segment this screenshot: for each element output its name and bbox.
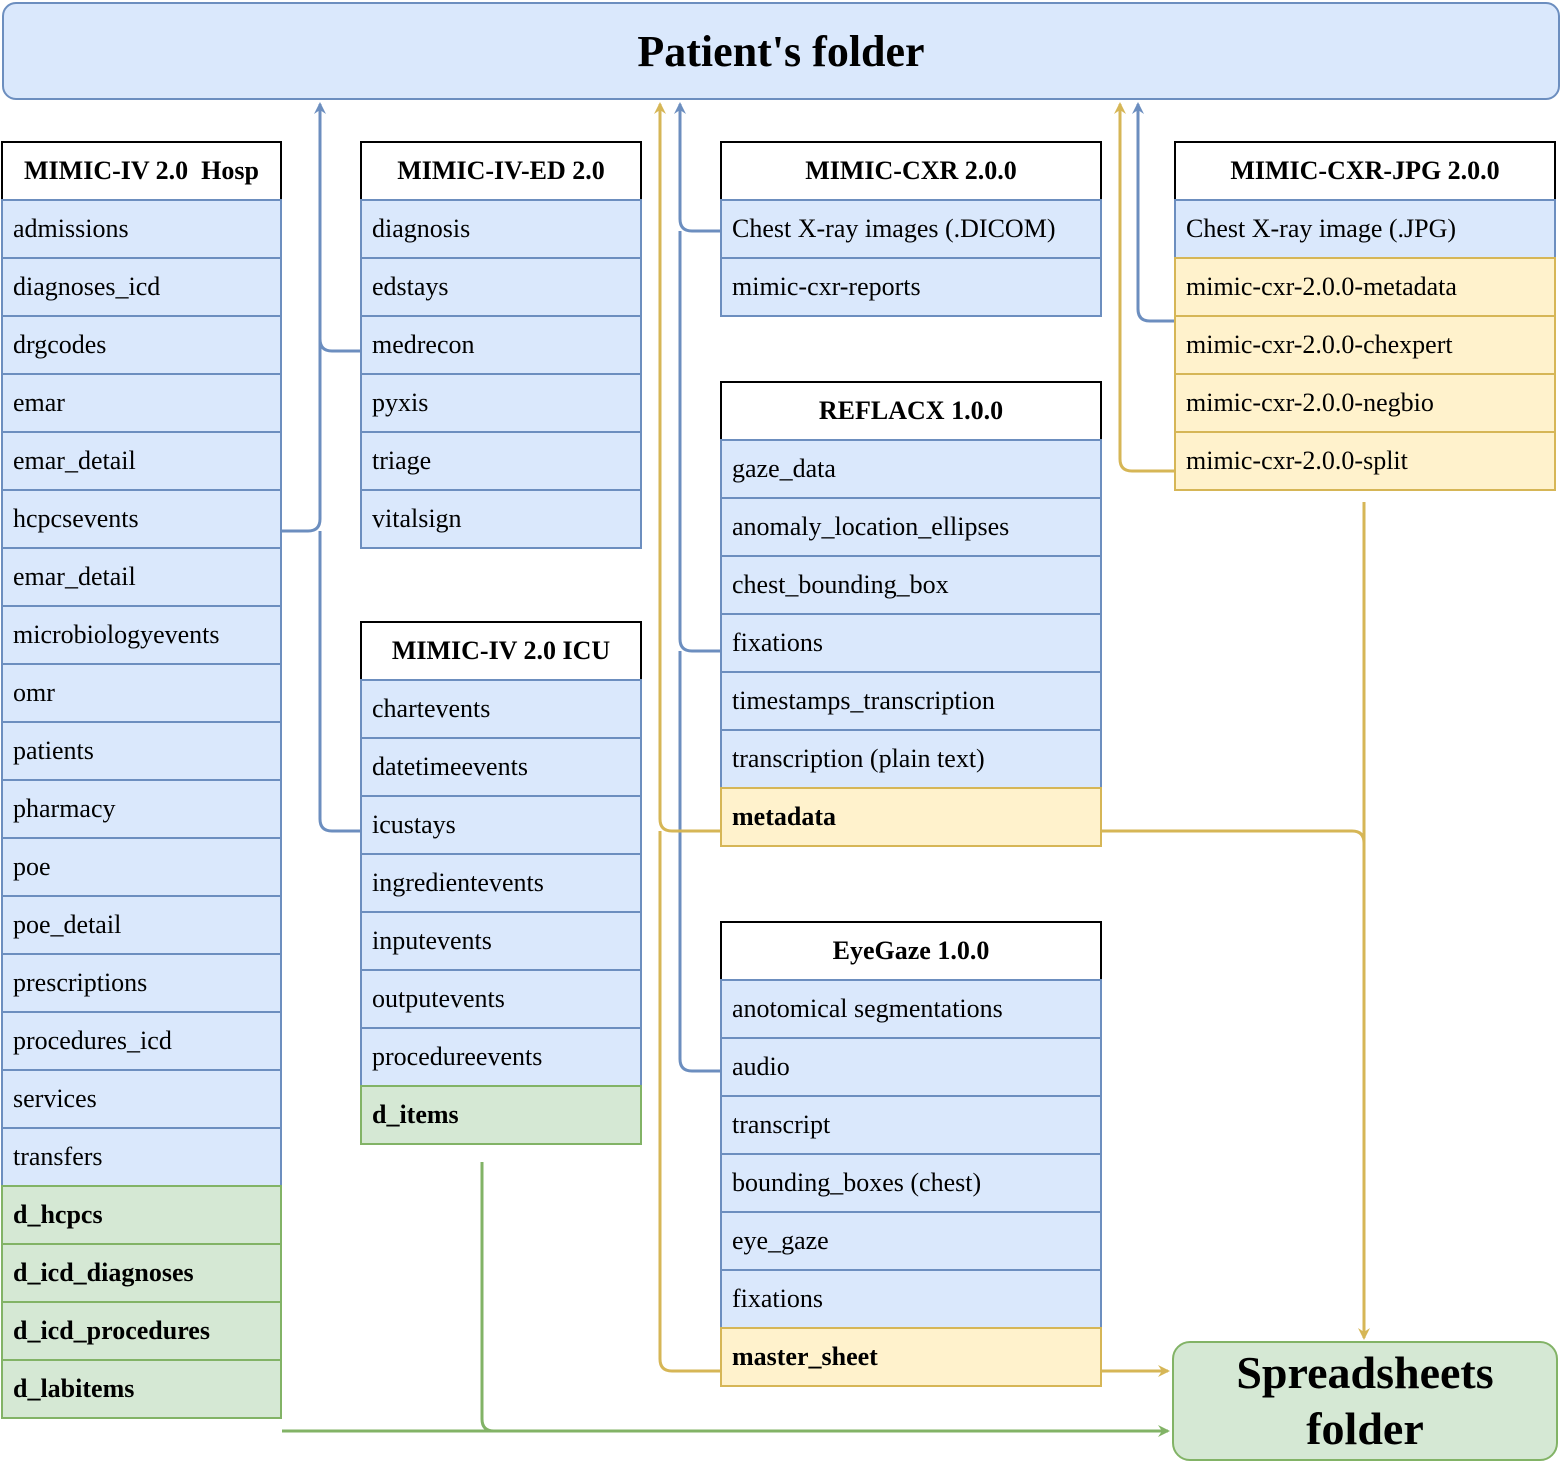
table-row: diagnosis <box>360 199 642 259</box>
table-row: d_icd_procedures <box>1 1301 282 1361</box>
table-row: hcpcsevents <box>1 489 282 549</box>
table-header: MIMIC-IV 2.0 Hosp <box>1 141 282 201</box>
table-row: mimic-cxr-2.0.0-metadata <box>1174 257 1556 317</box>
table-row: emar_detail <box>1 431 282 491</box>
edge-hcpcsevents-to-patients <box>282 102 326 533</box>
table-row: d_items <box>360 1085 642 1145</box>
table-row: vitalsign <box>360 489 642 549</box>
spreadsheets-folder: Spreadsheets folder <box>1172 1341 1558 1461</box>
table-row: outputevents <box>360 969 642 1029</box>
table-row: mimic-cxr-2.0.0-chexpert <box>1174 315 1556 375</box>
table-header: MIMIC-CXR-JPG 2.0.0 <box>1174 141 1556 201</box>
table-row: audio <box>720 1037 1102 1097</box>
table-row: mimic-cxr-reports <box>720 257 1102 317</box>
edge-metadata-to-patients <box>654 102 720 833</box>
spreadsheets-folder-label-line1: Spreadsheets <box>1236 1347 1494 1398</box>
table-header: MIMIC-IV 2.0 ICU <box>360 621 642 681</box>
table-row: inputevents <box>360 911 642 971</box>
table-row: patients <box>1 721 282 781</box>
table-row: omr <box>1 663 282 723</box>
table-row: transfers <box>1 1127 282 1187</box>
table-header: REFLACX 1.0.0 <box>720 381 1102 441</box>
edge-icustays-to-patients <box>318 531 360 833</box>
edge-master-sheet-to-patients <box>658 831 720 1373</box>
table-row: datetimeevents <box>360 737 642 797</box>
table-row: mimic-cxr-2.0.0-negbio <box>1174 373 1556 433</box>
patients-folder: Patient's folder <box>2 2 1560 100</box>
table-row: prescriptions <box>1 953 282 1013</box>
table-row: d_labitems <box>1 1359 282 1419</box>
table-row: timestamps_transcription <box>720 671 1102 731</box>
table-row: poe <box>1 837 282 897</box>
table-row: pyxis <box>360 373 642 433</box>
table-row: d_icd_diagnoses <box>1 1243 282 1303</box>
table-row: gaze_data <box>720 439 1102 499</box>
table-row: metadata <box>720 787 1102 847</box>
table-row: master_sheet <box>720 1327 1102 1387</box>
edge-medrecon-to-patients <box>318 338 360 353</box>
edge-audio-to-patients <box>678 651 720 1073</box>
table-row: anotomical segmentations <box>720 979 1102 1039</box>
table-row: transcript <box>720 1095 1102 1155</box>
table-row: poe_detail <box>1 895 282 955</box>
table-row: fixations <box>720 1269 1102 1329</box>
table-row: mimic-cxr-2.0.0-split <box>1174 431 1556 491</box>
table-header: MIMIC-IV-ED 2.0 <box>360 141 642 201</box>
table-row: Chest X-ray images (.DICOM) <box>720 199 1102 259</box>
table-header: MIMIC-CXR 2.0.0 <box>720 141 1102 201</box>
table-row: triage <box>360 431 642 491</box>
edge-metadata-to-spreadsheets <box>1102 829 1366 844</box>
edge-jpg-metadata-to-patients <box>1132 102 1174 323</box>
table-row: d_hcpcs <box>1 1185 282 1245</box>
edge-d-items-to-spreadsheets <box>480 1162 495 1433</box>
table-row: microbiologyevents <box>1 605 282 665</box>
patients-folder-label: Patient's folder <box>637 26 925 76</box>
table-row: Chest X-ray image (.JPG) <box>1174 199 1556 259</box>
table-row: admissions <box>1 199 282 259</box>
table-row: pharmacy <box>1 779 282 839</box>
table-row: emar_detail <box>1 547 282 607</box>
table-row: chartevents <box>360 679 642 739</box>
table-row: procedureevents <box>360 1027 642 1087</box>
edge-dicom-to-patients <box>674 102 720 233</box>
spreadsheets-folder-label-line2: folder <box>1306 1403 1424 1454</box>
table-row: medrecon <box>360 315 642 375</box>
table-row: icustays <box>360 795 642 855</box>
table-row: chest_bounding_box <box>720 555 1102 615</box>
table-row: fixations <box>720 613 1102 673</box>
edge-reflacx-fixations-to-patients <box>678 231 720 653</box>
table-row: eye_gaze <box>720 1211 1102 1271</box>
table-row: ingredientevents <box>360 853 642 913</box>
table-row: services <box>1 1069 282 1129</box>
table-row: procedures_icd <box>1 1011 282 1071</box>
table-row: diagnoses_icd <box>1 257 282 317</box>
table-row: drgcodes <box>1 315 282 375</box>
table-row: emar <box>1 373 282 433</box>
edge-split-to-patients <box>1114 102 1174 473</box>
table-header: EyeGaze 1.0.0 <box>720 921 1102 981</box>
table-row: anomaly_location_ellipses <box>720 497 1102 557</box>
table-row: transcription (plain text) <box>720 729 1102 789</box>
table-row: bounding_boxes (chest) <box>720 1153 1102 1213</box>
table-row: edstays <box>360 257 642 317</box>
